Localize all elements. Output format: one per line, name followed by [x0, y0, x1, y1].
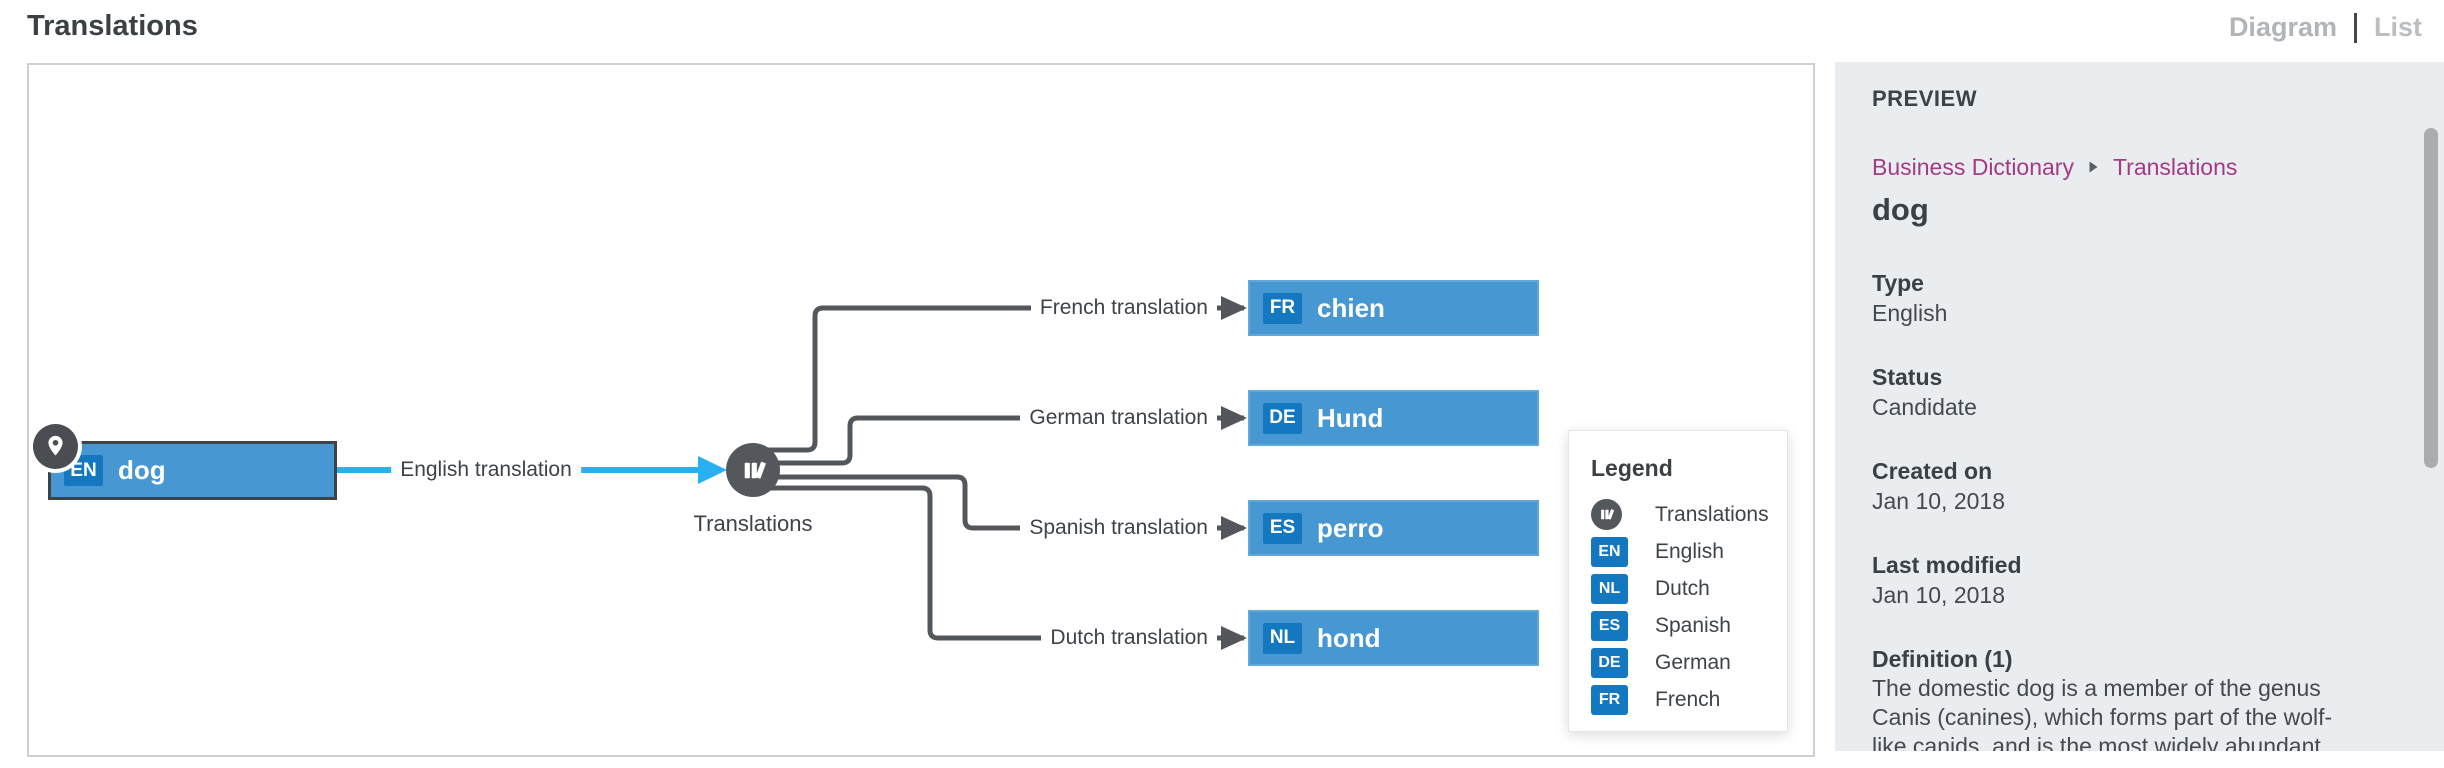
- view-toggle-diagram[interactable]: Diagram: [2228, 12, 2337, 42]
- view-toggle-divider-icon: [2353, 12, 2357, 43]
- language-badge: ES: [1591, 610, 1628, 641]
- edge-label-spanish-translation: Spanish translation: [1020, 513, 1217, 543]
- definition-line: like canids, and is the most widely abun…: [1872, 733, 2321, 751]
- language-badge: FR: [1591, 684, 1628, 715]
- field-status: Status Candidate: [1872, 364, 1977, 420]
- scrollbar-thumb[interactable]: [2424, 128, 2438, 468]
- field-definition: Definition (1) The domestic dog is a mem…: [1872, 644, 2374, 751]
- view-toggle: Diagram List: [2229, 12, 2422, 43]
- legend-title: Legend: [1591, 455, 1673, 481]
- page-title: Translations: [27, 10, 198, 42]
- edge-label-dutch-translation: Dutch translation: [1041, 623, 1217, 653]
- term-node-chien[interactable]: FR chien: [1248, 280, 1539, 336]
- hub-label: Translations: [693, 511, 813, 536]
- term-label: hond: [1317, 622, 1381, 653]
- breadcrumb: Business Dictionary Translations: [1872, 152, 2374, 182]
- language-badge: ES: [1263, 512, 1302, 544]
- language-badge: DE: [1263, 402, 1302, 434]
- field-created-on: Created on Jan 10, 2018: [1872, 458, 2006, 514]
- legend-item-french: FR French: [1591, 681, 1787, 718]
- term-node-hond[interactable]: NL hond: [1248, 610, 1539, 666]
- term-label: chien: [1317, 292, 1385, 323]
- language-badge: DE: [1591, 647, 1628, 678]
- language-badge: NL: [1591, 573, 1628, 604]
- definition-line: The domestic dog is a member of the genu…: [1872, 675, 2321, 701]
- legend-item-german: DE German: [1591, 644, 1787, 681]
- edge-label-german-translation: German translation: [1020, 403, 1217, 433]
- field-type: Type English: [1872, 270, 1948, 326]
- translations-hub-icon[interactable]: [726, 443, 780, 497]
- term-node-perro[interactable]: ES perro: [1248, 500, 1539, 556]
- term-label: dog: [118, 455, 166, 485]
- legend: Legend Translations EN English NL Dutch: [1568, 430, 1788, 732]
- legend-item-english: EN English: [1591, 533, 1787, 570]
- diagram-canvas[interactable]: [27, 63, 1815, 757]
- legend-item-spanish: ES Spanish: [1591, 607, 1787, 644]
- preview-panel: PREVIEW Business Dictionary Translations…: [1835, 62, 2444, 751]
- legend-item-dutch: NL Dutch: [1591, 570, 1787, 607]
- language-badge: NL: [1263, 622, 1302, 654]
- view-toggle-list[interactable]: List: [2373, 12, 2422, 42]
- edge-label-english-translation: English translation: [391, 455, 581, 485]
- asset-title: dog: [1872, 192, 1929, 227]
- translations-hub-icon: [1591, 499, 1622, 530]
- term-label: Hund: [1317, 402, 1384, 433]
- location-pin-icon: [33, 424, 78, 469]
- edge-label-french-translation: French translation: [1030, 293, 1217, 323]
- language-badge: FR: [1263, 292, 1302, 324]
- term-label: perro: [1317, 512, 1384, 543]
- preview-heading: PREVIEW: [1872, 86, 1977, 111]
- breadcrumb-link-translations[interactable]: Translations: [2112, 154, 2238, 180]
- field-last-modified: Last modified Jan 10, 2018: [1872, 552, 2022, 608]
- breadcrumb-separator-icon: [2089, 161, 2098, 173]
- breadcrumb-link-business-dictionary[interactable]: Business Dictionary: [1872, 154, 2074, 180]
- term-node-hund[interactable]: DE Hund: [1248, 390, 1539, 446]
- definition-line: Canis (canines), which forms part of the…: [1872, 704, 2333, 730]
- language-badge: EN: [1591, 536, 1628, 567]
- legend-item-translations: Translations: [1591, 496, 1787, 533]
- term-node-dog[interactable]: EN dog: [33, 424, 337, 500]
